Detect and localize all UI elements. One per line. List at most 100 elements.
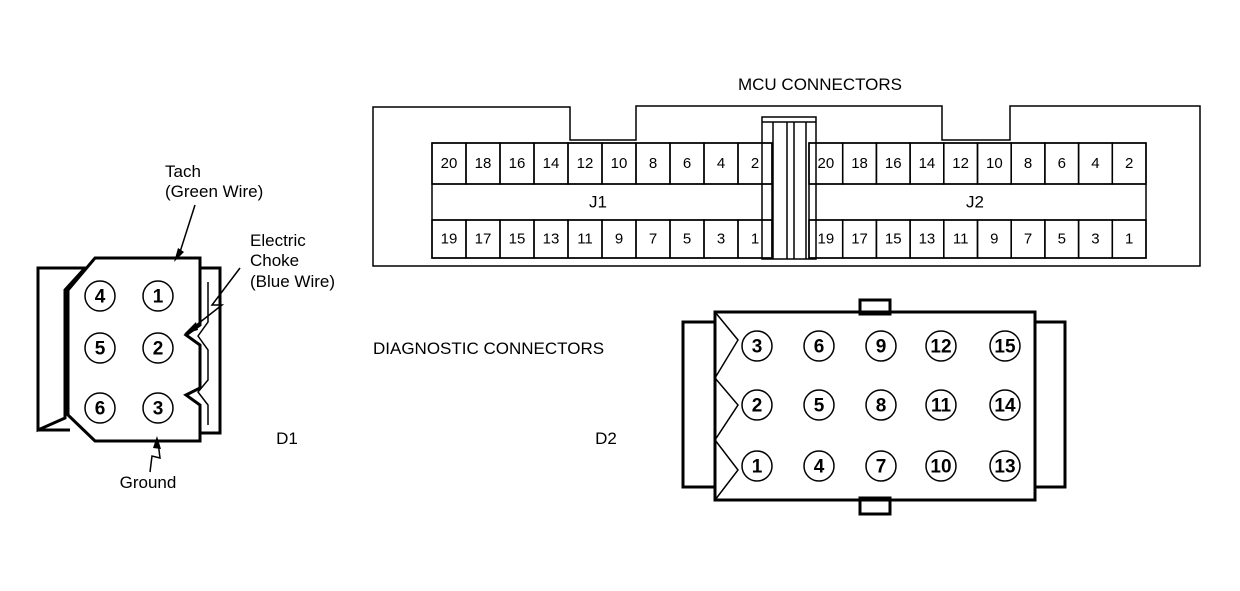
j1-top-pin-label: 18 bbox=[475, 155, 492, 172]
tach-leader bbox=[179, 204, 196, 253]
j1-top-pin-label: 16 bbox=[509, 155, 526, 172]
j1-top-pin-label: 2 bbox=[751, 155, 759, 172]
j2-top-pin-label: 8 bbox=[1024, 155, 1032, 172]
d1-label: D1 bbox=[276, 429, 298, 448]
j2-bottom-pin-label: 11 bbox=[953, 231, 969, 248]
d2-bottom-tab bbox=[858, 496, 892, 516]
j1-top-pin-label: 4 bbox=[717, 155, 725, 172]
j1-bottom-pin-label: 1 bbox=[751, 231, 759, 248]
d2-pin-number: 11 bbox=[931, 396, 952, 417]
d2-pin-circle bbox=[865, 450, 897, 482]
center-latch bbox=[761, 116, 817, 260]
d2-pin-number: 15 bbox=[994, 337, 1016, 358]
j2-top-pin-label: 6 bbox=[1058, 155, 1066, 172]
j2-top-pin-label: 2 bbox=[1125, 155, 1133, 172]
j1-top-pin-label: 20 bbox=[441, 155, 458, 172]
choke-arrow-icon bbox=[184, 322, 198, 334]
d2-pin-circle bbox=[865, 330, 897, 362]
d1-pin-number: 3 bbox=[153, 399, 164, 420]
j2-top-pin-label: 20 bbox=[818, 155, 835, 172]
d1-pin-number: 6 bbox=[95, 399, 106, 420]
j1-label: J1 bbox=[589, 193, 607, 212]
d2-pin-number: 5 bbox=[814, 396, 825, 417]
tach-label-line1: Tach bbox=[165, 162, 201, 181]
j1-bottom-cell bbox=[737, 219, 773, 259]
d2-pin-circle bbox=[989, 450, 1021, 482]
j1-bottom-pin-label: 7 bbox=[649, 231, 657, 248]
d2-pin-number: 4 bbox=[814, 457, 825, 478]
d2-label: D2 bbox=[595, 429, 617, 448]
j2-label: J2 bbox=[966, 193, 984, 212]
j2-bottom-pin-label: 17 bbox=[851, 231, 868, 248]
d2-pin-number: 14 bbox=[994, 396, 1016, 417]
j2-top-pin-label: 12 bbox=[952, 155, 969, 172]
j2-top-pin-label: 18 bbox=[851, 155, 868, 172]
j1-top-pin-label: 14 bbox=[543, 155, 560, 172]
ground-arrow-icon bbox=[153, 436, 161, 449]
d2-pin-circle bbox=[803, 389, 835, 421]
j2-bottom-pin-label: 3 bbox=[1091, 231, 1099, 248]
d2-pin-number: 6 bbox=[814, 337, 825, 358]
j2-bottom-pin-label: 13 bbox=[919, 231, 936, 248]
choke-label-line2: Choke bbox=[250, 251, 299, 270]
j2-top-pin-label: 10 bbox=[986, 155, 1003, 172]
j1-bottom-pin-label: 9 bbox=[615, 231, 623, 248]
j1-top-cell bbox=[737, 142, 773, 185]
j2-bottom-pin-label: 9 bbox=[990, 231, 998, 248]
j1-bottom-pin-label: 3 bbox=[717, 231, 725, 248]
j2-bottom-pin-label: 19 bbox=[818, 231, 835, 248]
d2-pin-number: 2 bbox=[752, 396, 763, 417]
choke-leader bbox=[189, 267, 241, 331]
mcu-connector-housing bbox=[372, 105, 1201, 267]
mcu-connectors-title: MCU CONNECTORS bbox=[738, 75, 902, 94]
d2-pin-number: 3 bbox=[752, 337, 763, 358]
d1-pin-circle bbox=[142, 280, 174, 312]
d2-pin-circle bbox=[865, 389, 897, 421]
j2-bottom-pin-label: 1 bbox=[1125, 231, 1133, 248]
d1-pin-number: 2 bbox=[153, 339, 164, 360]
d1-pin-circle bbox=[84, 332, 116, 364]
j1-top-pin-label: 12 bbox=[577, 155, 594, 172]
d1-pin-circle bbox=[142, 392, 174, 424]
j2-top-pin-label: 14 bbox=[919, 155, 936, 172]
d2-pin-circle bbox=[989, 389, 1021, 421]
d2-pin-circle bbox=[925, 450, 957, 482]
j1-top-pin-label: 8 bbox=[649, 155, 657, 172]
j2-bottom-cell bbox=[1111, 219, 1147, 259]
j1-top-pin-label: 6 bbox=[683, 155, 691, 172]
d2-top-tab bbox=[858, 298, 892, 316]
j1-bottom-pin-label: 15 bbox=[509, 231, 526, 248]
d2-pin-circle bbox=[803, 330, 835, 362]
d2-pin-circle bbox=[741, 389, 773, 421]
j1-bottom-pin-label: 19 bbox=[441, 231, 458, 248]
d1-pin-circle bbox=[84, 280, 116, 312]
d2-pin-circle bbox=[803, 450, 835, 482]
j2-bottom-pin-label: 7 bbox=[1024, 231, 1032, 248]
d2-pin-circle bbox=[989, 330, 1021, 362]
d2-pin-number: 13 bbox=[994, 457, 1015, 478]
j2-bottom-row: 19 17 15 13 11 9 7 5 3 1 bbox=[808, 219, 1147, 259]
ground-leader bbox=[149, 441, 161, 473]
d2-pin-circle bbox=[925, 389, 957, 421]
j2-top-cell bbox=[1111, 142, 1147, 185]
j2-bottom-pin-label: 15 bbox=[885, 231, 902, 248]
d1-pin-number: 5 bbox=[95, 339, 106, 360]
j1-bottom-pin-label: 5 bbox=[683, 231, 691, 248]
d2-pin-number: 12 bbox=[930, 337, 951, 358]
ground-label: Ground bbox=[120, 473, 177, 492]
d1-pin-circle bbox=[142, 332, 174, 364]
d2-pin-number: 10 bbox=[930, 457, 951, 478]
d2-pin-number: 8 bbox=[876, 396, 887, 417]
d1-pin-number: 1 bbox=[153, 287, 164, 308]
tach-label-line2: (Green Wire) bbox=[165, 182, 263, 201]
j2-bottom-pin-label: 5 bbox=[1058, 231, 1066, 248]
